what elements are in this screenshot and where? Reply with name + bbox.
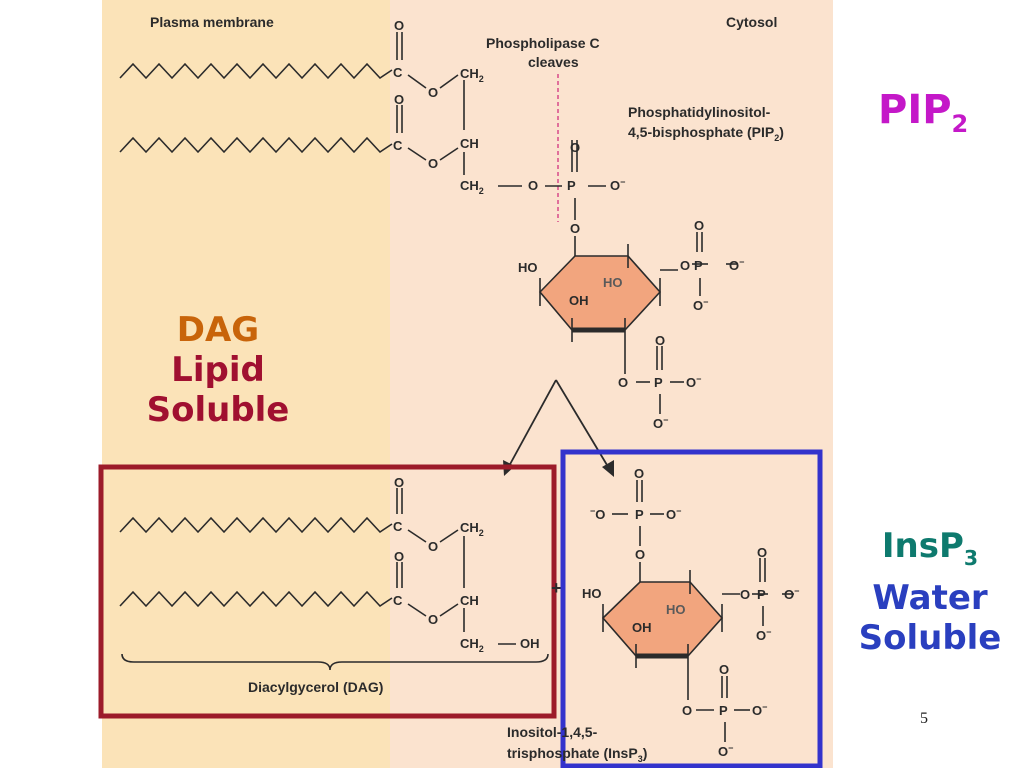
svg-text:OH: OH <box>632 620 652 635</box>
svg-text:O−: O− <box>752 702 767 718</box>
dag-box <box>98 464 557 719</box>
svg-text:O−: O− <box>666 506 681 522</box>
dag-callout-lipid: Lipid <box>171 350 265 390</box>
svg-text:O: O <box>428 612 438 627</box>
svg-text:O−: O− <box>653 415 668 431</box>
pip2-callout-main: PIP <box>878 87 952 133</box>
pip2-callout-sub: 2 <box>951 110 969 138</box>
insp3-box <box>560 449 823 768</box>
svg-text:CH2: CH2 <box>460 178 484 196</box>
svg-text:OH: OH <box>520 636 540 651</box>
svg-text:C: C <box>393 138 403 153</box>
pip2-name-text: 4,5-bisphosphate (PIP <box>628 124 774 140</box>
dag-atoms: O C O CH2 O C O CH CH2 OH <box>393 475 540 654</box>
svg-text:O: O <box>740 587 750 602</box>
insp3-molecule <box>601 480 794 742</box>
svg-text:O: O <box>635 547 645 562</box>
svg-text:O: O <box>428 156 438 171</box>
svg-text:P: P <box>635 507 644 522</box>
insp3-name-line1: Inositol-1,4,5- <box>507 724 598 740</box>
svg-text:O: O <box>682 703 692 718</box>
phospholipase-label-1: Phospholipase C <box>486 35 600 51</box>
dag-callout: DAG Lipid Soluble <box>118 310 318 430</box>
svg-text:O: O <box>719 662 729 677</box>
pip2-callout: PIP2 <box>878 86 968 148</box>
svg-text:O−: O− <box>729 257 744 273</box>
svg-text:C: C <box>393 593 403 608</box>
pip2-name-line2: 4,5-bisphosphate (PIP2) <box>628 124 784 143</box>
svg-text:C: C <box>393 65 403 80</box>
svg-text:O: O <box>394 18 404 33</box>
insp3-callout-water: Water <box>872 577 988 618</box>
plasma-membrane-label: Plasma membrane <box>150 14 274 30</box>
insp3-callout-main: InsP <box>881 526 964 566</box>
dag-chain-2 <box>119 590 393 608</box>
pip2-name-line1: Phosphatidylinositol- <box>628 104 771 120</box>
insp3-name-line2: trisphosphate (InsP3) <box>507 745 647 764</box>
svg-text:O−: O− <box>756 627 771 643</box>
pip2-name-close: ) <box>779 124 784 140</box>
insp3-callout-soluble: Soluble <box>858 617 1002 658</box>
svg-text:O: O <box>757 545 767 560</box>
svg-text:P: P <box>654 375 663 390</box>
dag-name-label: Diacylgycerol (DAG) <box>248 679 383 695</box>
svg-text:C: C <box>393 519 403 534</box>
svg-text:O−: O− <box>784 586 799 602</box>
svg-text:P: P <box>757 587 766 602</box>
svg-text:O: O <box>680 258 690 273</box>
svg-text:OH: OH <box>569 293 589 308</box>
svg-text:HO: HO <box>666 602 686 617</box>
phospholipase-label-2: cleaves <box>528 54 579 70</box>
insp3-callout-sub: 3 <box>963 545 979 570</box>
dag-chain-1 <box>119 516 393 534</box>
dag-callout-title: DAG <box>176 310 260 350</box>
plus-sign: + <box>551 578 562 598</box>
reaction-arrows <box>507 379 611 471</box>
svg-text:CH2: CH2 <box>460 66 484 84</box>
pip2-atoms: O C O CH2 O C O CH CH2 O P O− O O HO HO … <box>393 18 744 431</box>
svg-text:O: O <box>428 85 438 100</box>
svg-text:O: O <box>694 218 704 233</box>
dag-molecule <box>119 488 549 671</box>
svg-text:O: O <box>570 221 580 236</box>
fatty-acid-chain-1 <box>119 62 393 80</box>
svg-text:−O: −O <box>590 506 605 522</box>
svg-text:O: O <box>394 475 404 490</box>
svg-text:P: P <box>719 703 728 718</box>
svg-text:CH: CH <box>460 136 479 151</box>
svg-text:O: O <box>528 178 538 193</box>
svg-text:CH2: CH2 <box>460 636 484 654</box>
svg-text:O−: O− <box>693 297 708 313</box>
insp3-callout: InsP3 Water Soluble <box>840 526 1020 658</box>
insp3-callout-title: InsP3 <box>840 526 1020 578</box>
svg-text:O: O <box>394 549 404 564</box>
cytosol-label: Cytosol <box>726 14 777 30</box>
svg-text:O: O <box>618 375 628 390</box>
svg-text:O−: O− <box>718 743 733 759</box>
page-number: 5 <box>920 710 928 727</box>
insp3-atoms: O −O P O− O HO HO OH O P O− O O− O P O− … <box>582 466 799 759</box>
svg-text:CH: CH <box>460 593 479 608</box>
svg-text:HO: HO <box>603 275 623 290</box>
pip2-molecule <box>119 32 738 414</box>
svg-text:O: O <box>570 140 580 155</box>
svg-text:O−: O− <box>610 177 625 193</box>
svg-text:O: O <box>634 466 644 481</box>
svg-text:P: P <box>694 258 703 273</box>
svg-text:HO: HO <box>582 586 602 601</box>
svg-text:O: O <box>428 539 438 554</box>
svg-text:HO: HO <box>518 260 538 275</box>
svg-text:O: O <box>655 333 665 348</box>
svg-text:P: P <box>567 178 576 193</box>
arrow-head-insp3 <box>602 460 614 477</box>
dag-callout-soluble: Soluble <box>146 390 290 430</box>
svg-text:O−: O− <box>686 374 701 390</box>
svg-text:O: O <box>394 92 404 107</box>
svg-text:CH2: CH2 <box>460 520 484 538</box>
fatty-acid-chain-2 <box>119 136 393 154</box>
membrane-region <box>102 0 390 768</box>
pip2-name-sub: 2 <box>774 133 779 143</box>
